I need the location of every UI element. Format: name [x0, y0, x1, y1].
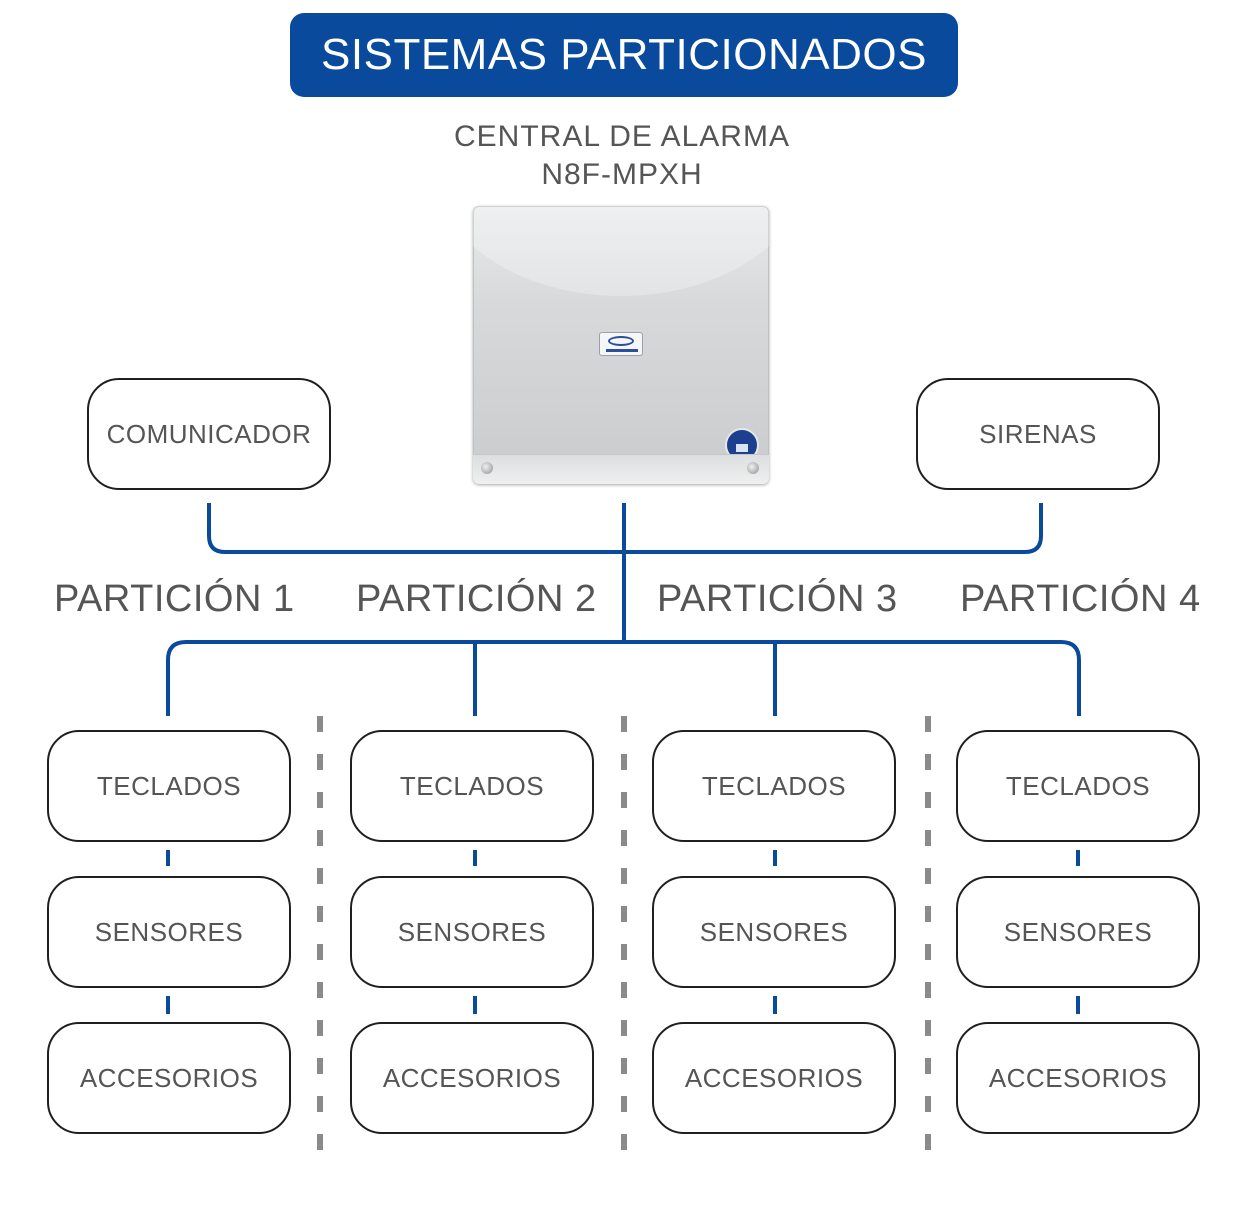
accessories-label: ACCESORIOS: [382, 1062, 562, 1093]
keypads-label: TECLADOS: [399, 770, 545, 801]
partition-3-accessories-box: ACCESORIOS: [652, 1022, 896, 1134]
partition-1-sensors-box: SENSORES: [47, 876, 291, 988]
accessories-label: ACCESORIOS: [79, 1062, 259, 1093]
diagram-title: SISTEMAS PARTICIONADOS: [321, 30, 927, 79]
sensors-label: SENSORES: [699, 916, 849, 947]
keypads-label: TECLADOS: [1005, 770, 1151, 801]
alarm-panel-image: [473, 206, 769, 484]
partition-label-1: PARTICIÓN 1: [54, 578, 295, 620]
partition-4-keypads-box: TECLADOS: [956, 730, 1200, 842]
partition-2-accessories-box: ACCESORIOS: [350, 1022, 594, 1134]
screw-icon: [481, 462, 493, 474]
partition-3-keypads-box: TECLADOS: [652, 730, 896, 842]
brand-logo-icon: [599, 332, 643, 356]
keypads-label: TECLADOS: [96, 770, 242, 801]
accessories-label: ACCESORIOS: [684, 1062, 864, 1093]
partition-3-sensors-box: SENSORES: [652, 876, 896, 988]
device-base: [473, 454, 769, 484]
sirens-box: SIRENAS: [916, 378, 1160, 490]
accessories-label: ACCESORIOS: [988, 1062, 1168, 1093]
partition-1-accessories-box: ACCESORIOS: [47, 1022, 291, 1134]
partition-label-4: PARTICIÓN 4: [960, 578, 1201, 620]
screw-icon: [747, 462, 759, 474]
central-caption-line1: CENTRAL DE ALARMA: [454, 120, 790, 153]
central-caption-line2: N8F-MPXH: [541, 158, 703, 191]
sensors-label: SENSORES: [94, 916, 244, 947]
partition-label-3: PARTICIÓN 3: [657, 578, 898, 620]
sensors-label: SENSORES: [1003, 916, 1153, 947]
communicator-label: COMUNICADOR: [106, 418, 312, 449]
keypads-label: TECLADOS: [701, 770, 847, 801]
partition-label-2: PARTICIÓN 2: [356, 578, 597, 620]
partition-1-keypads-box: TECLADOS: [47, 730, 291, 842]
partition-4-sensors-box: SENSORES: [956, 876, 1200, 988]
bus-partitions-line: [166, 640, 1081, 716]
partition-2-sensors-box: SENSORES: [350, 876, 594, 988]
partition-2-keypads-box: TECLADOS: [350, 730, 594, 842]
sirens-label: SIRENAS: [979, 418, 1097, 449]
sensors-label: SENSORES: [397, 916, 547, 947]
communicator-box: COMUNICADOR: [87, 378, 331, 490]
partition-4-accessories-box: ACCESORIOS: [956, 1022, 1200, 1134]
title-banner: SISTEMAS PARTICIONADOS: [290, 13, 958, 97]
